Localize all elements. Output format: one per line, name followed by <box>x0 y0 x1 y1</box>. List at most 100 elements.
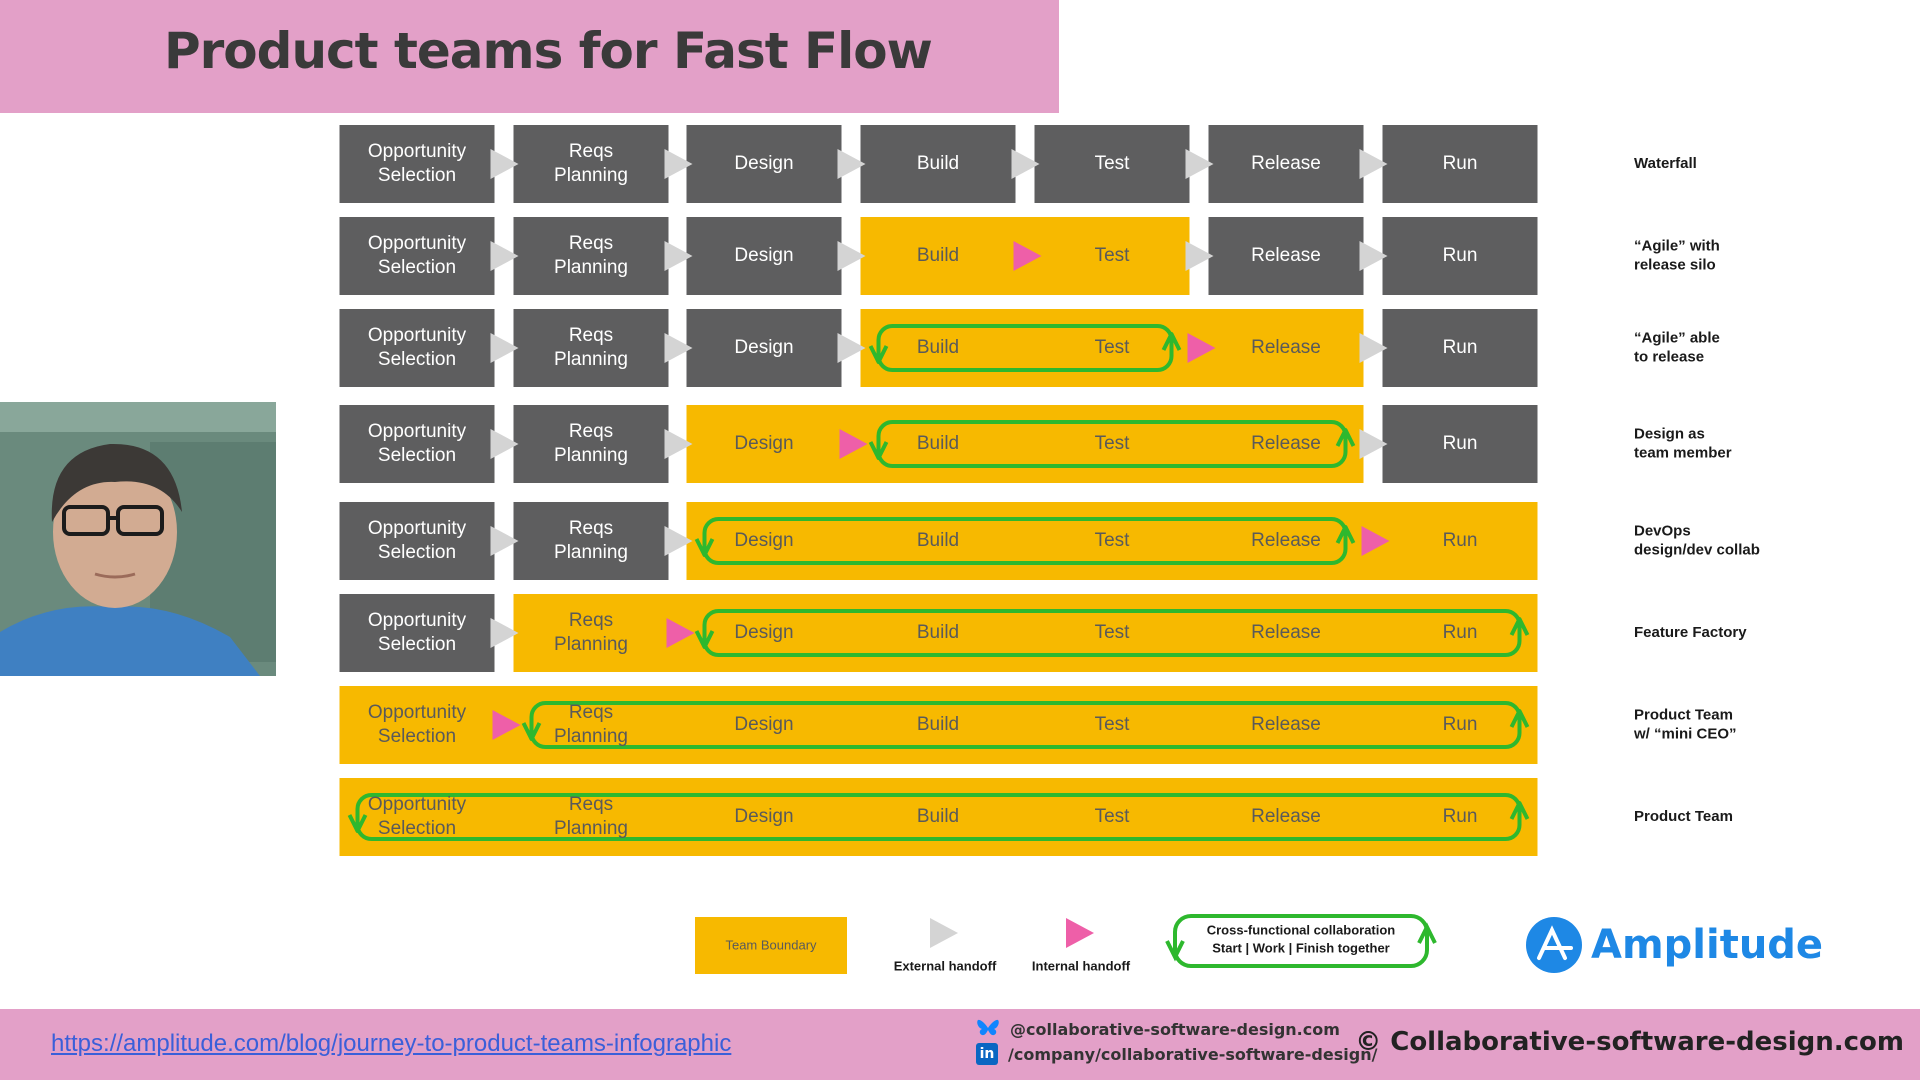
stage-box <box>1382 217 1538 295</box>
legend-loop-start-arrow <box>1165 940 1185 962</box>
amplitude-wordmark: Amplitude <box>1591 922 1824 968</box>
stage-box <box>339 502 495 580</box>
team-boundary <box>686 502 1538 580</box>
page-title: Product teams for Fast Flow <box>164 22 933 80</box>
internal-handoff-arrow <box>1187 333 1216 363</box>
collaboration-loop <box>355 793 1522 841</box>
title-band <box>0 0 1059 113</box>
legend-collaboration-loop <box>1173 914 1429 968</box>
stage-label: Build <box>917 153 959 174</box>
external-handoff-arrow <box>1359 333 1388 363</box>
linkedin-handle[interactable]: in /company/collaborative-software-desig… <box>976 1043 1377 1065</box>
internal-handoff-arrow <box>1013 241 1042 271</box>
stage-box <box>513 217 669 295</box>
external-handoff-arrow <box>1359 241 1388 271</box>
external-handoff-arrow <box>1011 149 1040 179</box>
stage-label: Release <box>1251 433 1321 454</box>
stage-label: Release <box>1251 530 1321 551</box>
stage-label: Run <box>1443 433 1478 454</box>
stage-label: Run <box>1443 337 1478 358</box>
loop-end-arrow <box>1509 801 1530 820</box>
stage-label: Run <box>1443 153 1478 174</box>
stage-label: Design <box>734 530 793 551</box>
legend-internal-handoff-label: Internal handoff <box>1032 958 1131 973</box>
collaboration-loop <box>702 517 1348 565</box>
stage-label: Release <box>1251 714 1321 735</box>
stage-label: Design <box>734 806 793 827</box>
amplitude-logo: Amplitude <box>1525 916 1823 974</box>
stage-box <box>339 309 495 387</box>
external-handoff-arrow <box>837 149 866 179</box>
stage-box <box>686 217 842 295</box>
linkedin-icon: in <box>976 1043 998 1065</box>
stage-label: Build <box>917 530 959 551</box>
external-handoff-arrow <box>490 333 519 363</box>
external-handoff-arrow <box>1185 149 1214 179</box>
loop-start-arrow <box>347 814 368 833</box>
external-handoff-arrow <box>1359 149 1388 179</box>
external-handoff-arrow <box>1359 429 1388 459</box>
bluesky-handle[interactable]: @collaborative-software-design.com <box>976 1018 1340 1040</box>
stage-label: Design <box>734 153 793 174</box>
external-handoff-arrow <box>1185 241 1214 271</box>
legend-external-handoff-label: External handoff <box>894 958 997 973</box>
legend-team-boundary-label: Team Boundary <box>725 937 817 952</box>
stage-box <box>513 405 669 483</box>
external-handoff-arrow <box>490 618 519 648</box>
copyright-notice: © Collaborative-software-design.com <box>1355 1027 1904 1057</box>
stage-box <box>1382 125 1538 203</box>
external-handoff-arrow <box>664 241 693 271</box>
stage-label: Design <box>734 245 793 266</box>
legend-external-handoff-arrow <box>930 918 958 948</box>
amplitude-blog-link[interactable]: https://amplitude.com/blog/journey-to-pr… <box>51 1030 732 1057</box>
stage-box <box>339 125 495 203</box>
stage-label: Build <box>917 714 959 735</box>
amplitude-icon <box>1526 917 1582 973</box>
stage-box <box>339 594 495 672</box>
loop-start-arrow <box>521 722 542 741</box>
stage-box <box>513 309 669 387</box>
stage-label: Build <box>917 245 959 266</box>
stage-label: Run <box>1443 714 1478 735</box>
stage-box <box>686 309 842 387</box>
linkedin-handle-text: /company/collaborative-software-design/ <box>1008 1044 1378 1064</box>
stage-label: Test <box>1095 530 1131 551</box>
team-boundary <box>686 405 1364 483</box>
stage-box <box>339 217 495 295</box>
stage-label: Test <box>1095 622 1131 643</box>
external-handoff-arrow <box>664 526 693 556</box>
external-handoff-arrow <box>664 429 693 459</box>
speaker-photo <box>0 402 276 676</box>
stage-label: Run <box>1443 530 1478 551</box>
stage-label: Run <box>1443 806 1478 827</box>
stage-label: Build <box>917 433 959 454</box>
row-label: Waterfall <box>1634 155 1697 172</box>
stage-label: Test <box>1095 806 1131 827</box>
external-handoff-arrow <box>664 149 693 179</box>
loop-start-arrow <box>694 630 715 649</box>
external-handoff-arrow <box>490 526 519 556</box>
bluesky-icon <box>976 1018 1000 1040</box>
stage-label: Design <box>734 714 793 735</box>
row-label: Product Team <box>1634 808 1733 825</box>
loop-end-arrow <box>1335 525 1356 544</box>
internal-handoff-arrow <box>1361 526 1390 556</box>
stage-label: Test <box>1095 337 1131 358</box>
stage-label: Release <box>1251 153 1321 174</box>
external-handoff-arrow <box>490 241 519 271</box>
stage-box <box>1382 309 1538 387</box>
